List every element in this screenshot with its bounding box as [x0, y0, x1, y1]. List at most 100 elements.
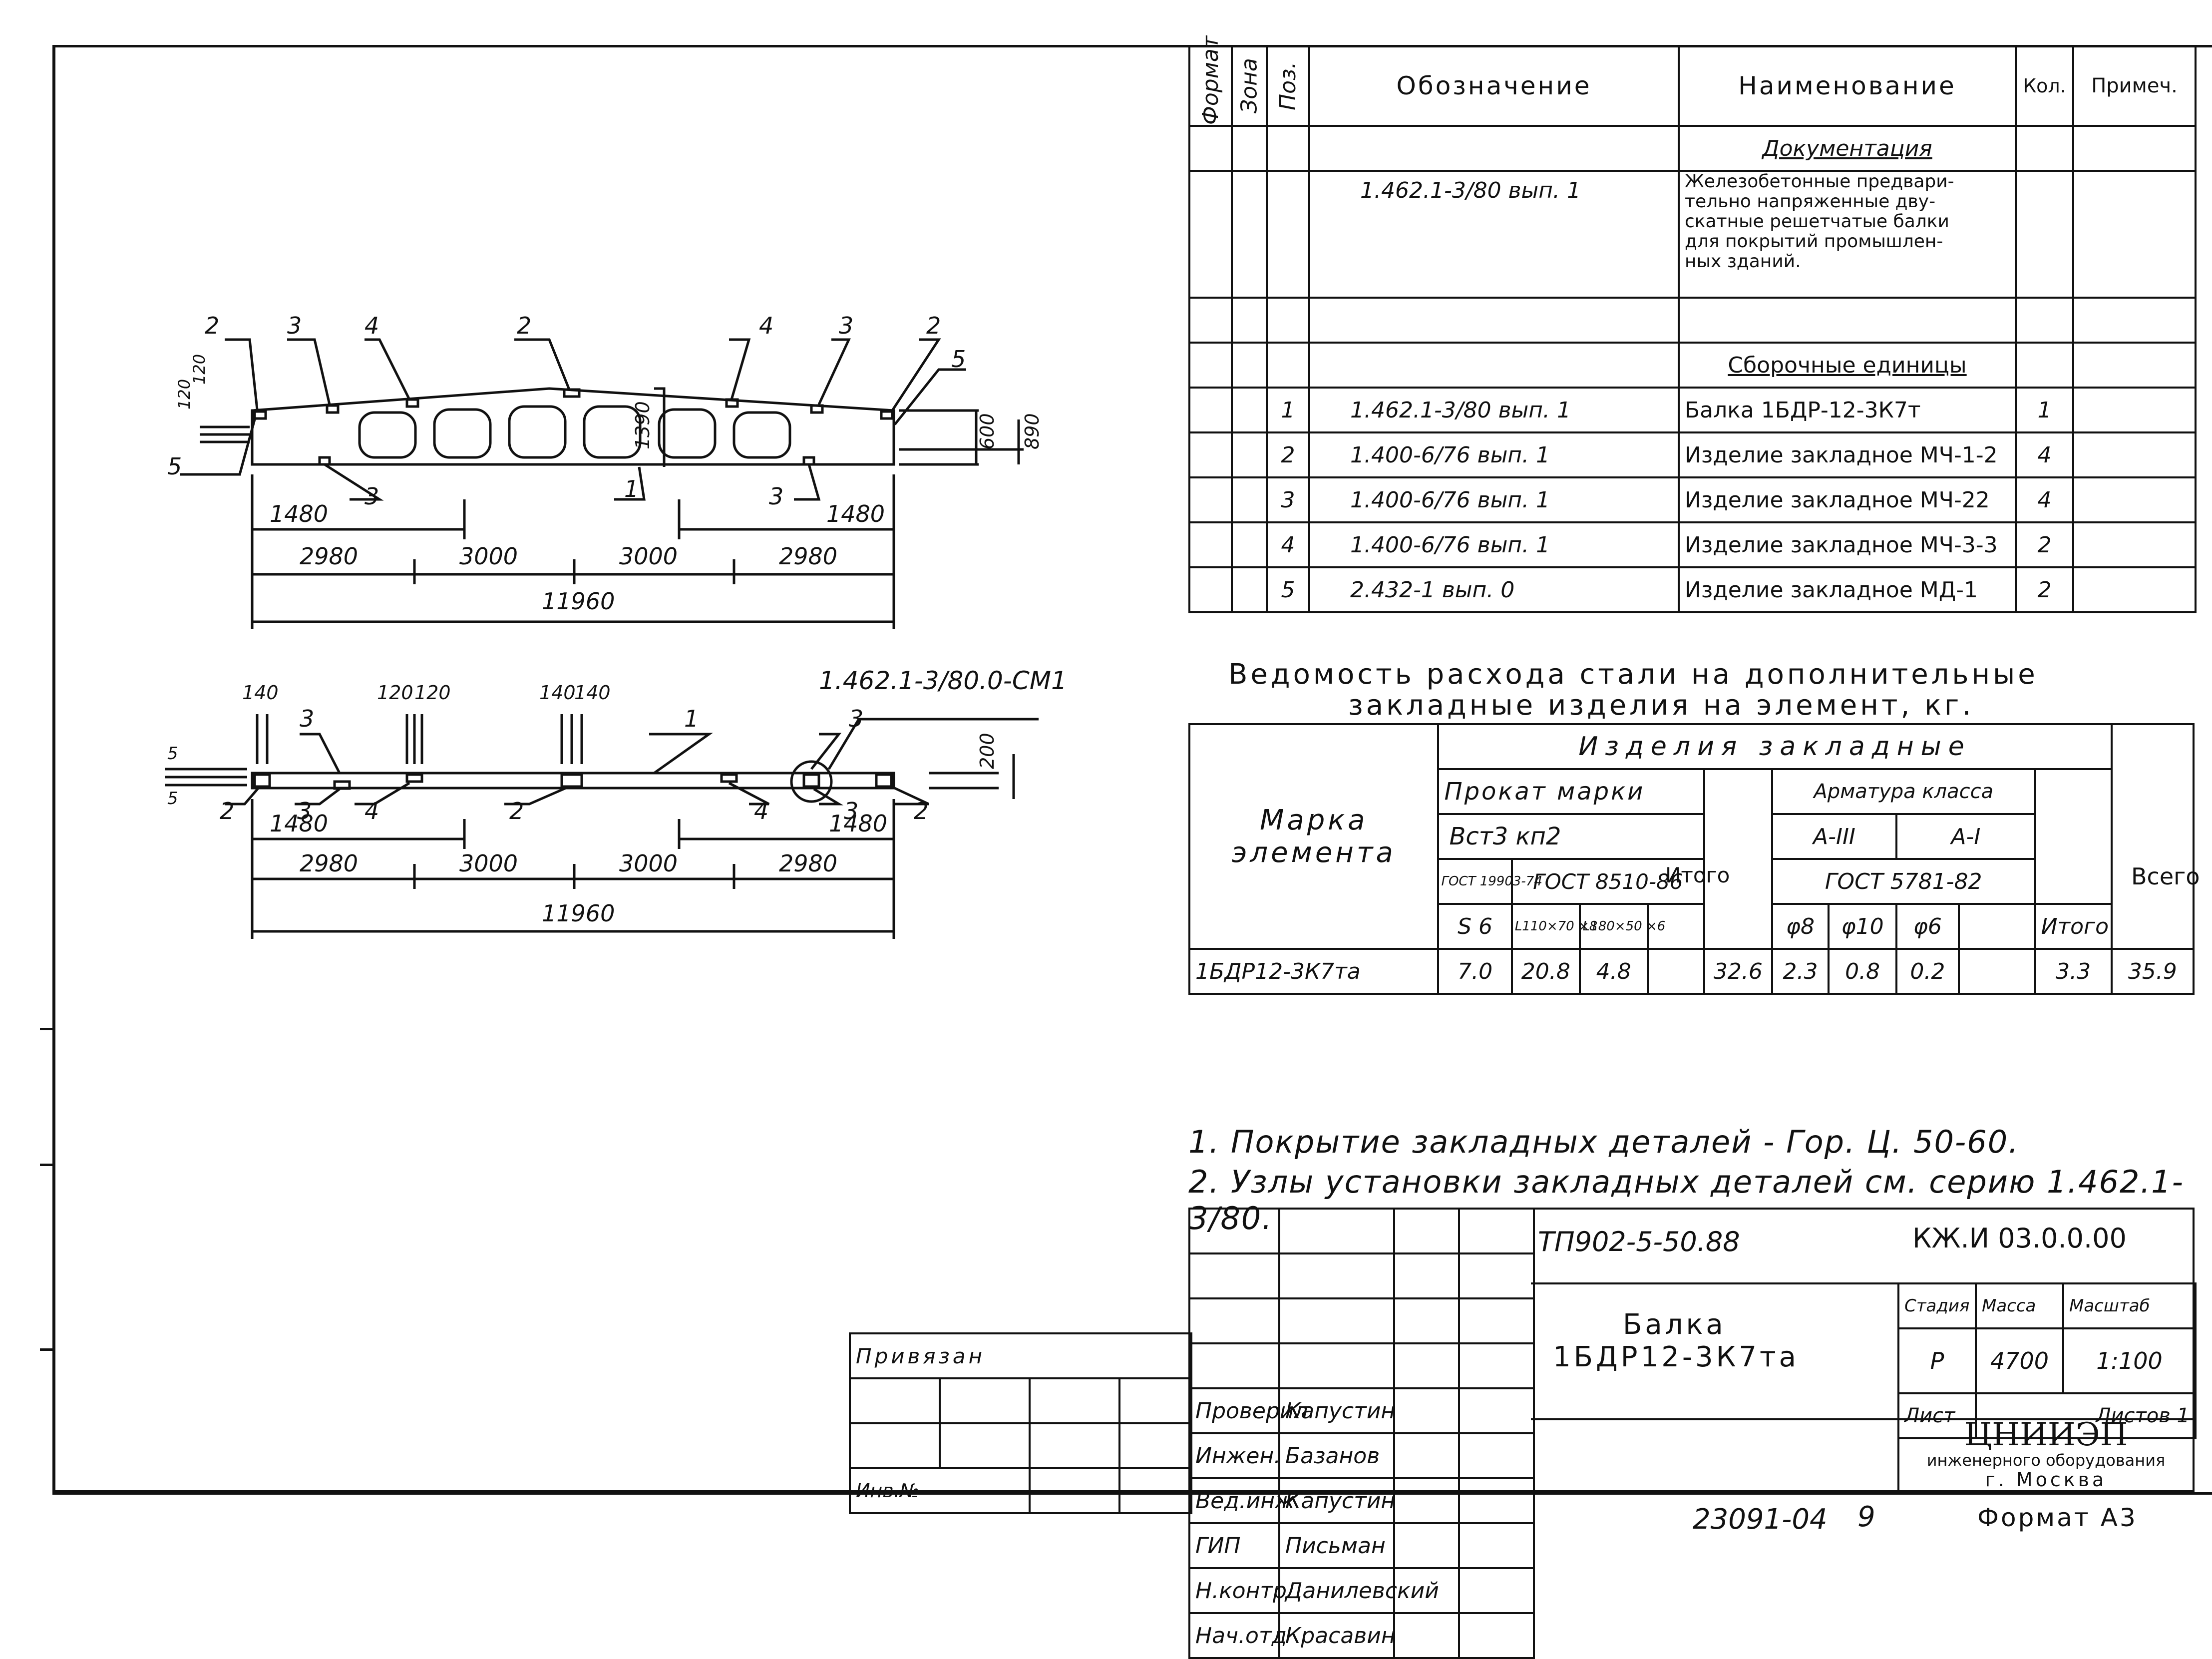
doc-designation: 1.462.1-3/80 вып. 1 — [1308, 170, 1680, 299]
svg-text:1480: 1480 — [270, 810, 328, 837]
svg-text:2: 2 — [509, 798, 524, 825]
svg-text:120: 120 — [414, 682, 451, 704]
svg-text:3: 3 — [844, 798, 858, 825]
svg-text:3: 3 — [849, 705, 863, 732]
svg-text:120: 120 — [377, 682, 413, 704]
label-pos: 4 — [365, 312, 379, 339]
label-pos: 2 — [517, 312, 531, 339]
footer-page: 9 — [1857, 1501, 1875, 1533]
note-1: 1. Покрытие закладных деталей - Гор. Ц. … — [1188, 1124, 2019, 1160]
label-pos: 4 — [759, 312, 773, 339]
svg-text:11960: 11960 — [542, 900, 615, 927]
beam-drawing: 2 3 4 2 4 3 2 5 5 1 3 3 1480 1480 2980 3… — [165, 312, 1067, 939]
item-name-2: 1БДР12-3К7та — [1553, 1341, 1799, 1373]
col-designation: Обозначение — [1308, 45, 1680, 127]
opening — [658, 408, 717, 459]
steel-total1-label: Итого — [1665, 863, 1730, 887]
org-name: ЦНИИЭП инженерного оборудования г. Москв… — [1926, 1416, 2166, 1491]
dim-2980: 2980 — [779, 543, 837, 570]
svg-text:1480: 1480 — [829, 810, 887, 837]
svg-text:1: 1 — [684, 705, 699, 732]
label-pos: 3 — [365, 483, 379, 510]
spec-table: Формат Зона Поз. Обозначение Наименовани… — [1188, 35, 2197, 613]
col-format: Формат — [1189, 35, 1232, 126]
opening — [733, 411, 791, 459]
h-mark: Марка элемента — [1188, 723, 1440, 950]
steel-grand-label: Всего — [2131, 863, 2200, 890]
svg-text:2980: 2980 — [300, 850, 358, 877]
steel-table: Марка элемента Изделия закладные Прокат … — [1188, 723, 2195, 995]
doc-name: Железобетонные предвари-тельно напряженн… — [1678, 170, 2017, 299]
label-pos: 5 — [951, 346, 966, 373]
frame-tick — [40, 1028, 55, 1030]
steel-title-2: закладные изделия на элемент, кг. — [1348, 689, 1974, 722]
steel-row: 1БДР12-3К7та 7.0 20.8 4.8 32.6 2.3 0.8 0… — [1188, 948, 2195, 995]
spec-row: 1 1.462.1-3/80 вып. 1 Балка 1БДР-12-3К7т… — [1188, 387, 2197, 433]
svg-text:2980: 2980 — [779, 850, 837, 877]
opening — [358, 411, 417, 459]
h-items: Изделия закладные — [1437, 723, 2113, 770]
footer-format: Формат А3 — [1977, 1503, 2138, 1532]
dim-120: 120 — [175, 379, 194, 410]
svg-text:140: 140 — [539, 682, 576, 704]
frame-top-line — [52, 45, 2212, 47]
doc-code: ТП902-5-50.88 — [1538, 1226, 1740, 1257]
label-pos: 3 — [839, 312, 853, 339]
label-pos: 5 — [167, 453, 182, 480]
section-docs: Документация — [1678, 125, 2017, 172]
svg-text:140: 140 — [242, 682, 279, 704]
spec-row: 5 2.432-1 вып. 0 Изделие закладное МД-1 … — [1188, 566, 2197, 613]
svg-text:3: 3 — [297, 798, 312, 825]
dim-3000: 3000 — [459, 543, 518, 570]
section-units: Сборочные единицы — [1678, 342, 2017, 389]
label-pos: 3 — [287, 312, 302, 339]
svg-text:3000: 3000 — [459, 850, 518, 877]
sheet-code: КЖ.И 03.0.0.00 — [1912, 1223, 2127, 1254]
svg-text:5: 5 — [167, 789, 178, 809]
footer-num: 23091-04 — [1693, 1503, 1828, 1536]
title-hline — [1531, 1282, 2195, 1284]
spec-row: 2 1.400-6/76 вып. 1 Изделие закладное МЧ… — [1188, 431, 2197, 478]
dim-total: 11960 — [542, 588, 615, 615]
svg-text:3: 3 — [300, 705, 314, 732]
opening — [583, 405, 642, 459]
steel-title-1: Ведомость расхода стали на дополнительны… — [1228, 658, 2038, 691]
col-qty: Кол. — [2015, 45, 2074, 127]
label-pos: 2 — [926, 312, 941, 339]
item-name-1: Балка — [1623, 1308, 1726, 1341]
spec-row: 4 1.400-6/76 вып. 1 Изделие закладное МЧ… — [1188, 521, 2197, 568]
ref-label: 1.462.1-3/80.0-СМ1 — [819, 666, 1067, 695]
title-hline2 — [1531, 1418, 2195, 1420]
svg-text:4: 4 — [754, 798, 768, 825]
dim-120: 120 — [190, 354, 209, 385]
dim-h890: 890 — [1021, 413, 1043, 449]
dim-1480: 1480 — [270, 500, 328, 527]
beam-elevation — [251, 387, 895, 466]
privyazan-grid: Привязан Инв.№ — [848, 1332, 1193, 1514]
dim-1480: 1480 — [826, 500, 885, 527]
col-pos: Поз. — [1267, 46, 1309, 126]
svg-text:2: 2 — [220, 798, 234, 825]
dim-h600: 600 — [976, 413, 998, 449]
col-note: Примеч. — [2072, 45, 2197, 127]
col-zone: Зона — [1232, 46, 1267, 126]
stage-grid: Стадия Масса Масштаб Р 4700 1:100 Лист Л… — [1897, 1282, 2197, 1439]
svg-text:2: 2 — [914, 798, 928, 825]
frame-tick — [40, 1348, 55, 1351]
opening — [508, 405, 567, 459]
spec-row: 3 1.400-6/76 вып. 1 Изделие закладное МЧ… — [1188, 476, 2197, 523]
label-pos: 2 — [205, 312, 219, 339]
svg-text:200: 200 — [976, 733, 998, 769]
label-pos: 1 — [624, 475, 639, 502]
svg-text:3000: 3000 — [619, 850, 678, 877]
dim-h1390: 1390 — [632, 401, 654, 449]
frame-tick — [40, 1164, 55, 1166]
col-name: Наименование — [1678, 45, 2017, 127]
svg-text:5: 5 — [167, 744, 178, 764]
dim-3000: 3000 — [619, 543, 678, 570]
opening — [433, 408, 492, 459]
svg-text:140: 140 — [574, 682, 611, 704]
svg-text:4: 4 — [365, 798, 379, 825]
label-pos: 3 — [769, 483, 783, 510]
